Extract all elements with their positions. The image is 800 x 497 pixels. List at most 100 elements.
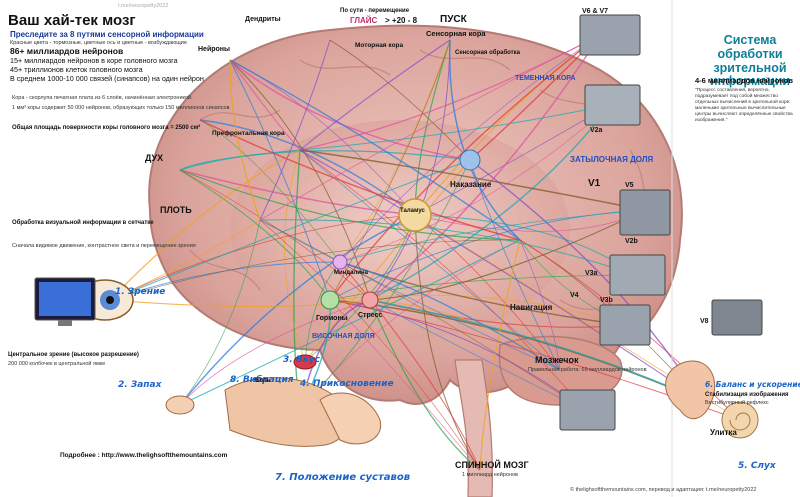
amygdala-hub (332, 254, 348, 270)
sense-smell: 2. Запах (118, 380, 162, 390)
area-v5: V5 (625, 182, 634, 189)
neural-wire (299, 149, 561, 371)
neural-wire (179, 169, 521, 241)
area-v4: V4 (570, 292, 579, 299)
neural-wire (199, 119, 341, 263)
stat-cerebellum: 45+ триллионов клеток головного мозга (10, 65, 143, 74)
neural-wire (299, 104, 611, 151)
area-v2a: V2a (590, 127, 603, 134)
neural-wire (299, 39, 451, 151)
neural-wire (229, 59, 261, 221)
neural-wire (339, 34, 601, 263)
neural-wire (229, 59, 371, 301)
neural-wire (179, 299, 371, 406)
neural-wire (179, 239, 521, 406)
vestibular: Вестибулярный рефлекс (705, 400, 769, 406)
label-cerebellum-note: Правильная работа: 69 миллиардов нейроно… (528, 367, 647, 373)
label-spirit: ДУХ (145, 153, 164, 163)
neural-wire (329, 299, 481, 471)
stat-synapses: В среднем 1000-10 000 связей (синапсов) … (10, 74, 204, 83)
label-thalamus: Таламус (400, 208, 425, 214)
stress-hub (361, 291, 379, 309)
stat-neurons-total: 86+ миллиардов нейронов (10, 46, 124, 56)
neural-wire (109, 219, 261, 301)
watermark: t.me/neuropetty2022 (118, 3, 169, 9)
label-spinal: СПИННОЙ МОЗГ (455, 460, 529, 470)
stabilization: Стабилизация изображения (705, 392, 789, 398)
neural-wire (339, 261, 561, 371)
neural-wire (259, 219, 481, 471)
label-cochlea: Улитка (710, 428, 737, 437)
label-dendrites: Дендриты (245, 16, 281, 23)
neural-wire (284, 149, 306, 363)
neural-wire (259, 219, 561, 371)
label-motor-cortex: Моторная кора (355, 42, 404, 49)
neural-wire (299, 149, 701, 401)
label-prefrontal: Префронтальная кора (212, 130, 285, 137)
neural-wire (339, 104, 611, 263)
label-occipital: ЗАТЫЛОЧНАЯ ДОЛЯ (570, 155, 654, 164)
formula-caption: По сути - перемещение (340, 8, 410, 14)
neural-wire (329, 39, 471, 161)
sense-hearing: 5. Слух (738, 461, 776, 471)
sense-markers (165, 354, 317, 415)
mothers-note: Сначала видимое движение, контрастное св… (12, 243, 196, 249)
thalamus-hub (398, 198, 432, 232)
neural-wire (329, 299, 586, 411)
stat-cortex: 15+ миллиардов нейронов в коре головного… (10, 56, 178, 65)
neural-wire (179, 149, 301, 171)
right-quote: "Процесс составления, вероятно, подразум… (695, 88, 793, 123)
copyright: © thelighsoftthemountains.com, перевод и… (570, 487, 757, 493)
area-v6: V6 & V7 (582, 8, 609, 15)
visual-area-boxes (559, 14, 763, 431)
sense-vision: 1. Зрение (115, 287, 166, 297)
formula-go: ПУСК (440, 14, 467, 25)
formula-arrow: > +20 - 8 (385, 16, 418, 25)
area-v3a: V3a (585, 270, 598, 277)
sense-position: 7. Положение суставов (275, 472, 411, 483)
neural-wire (199, 119, 521, 241)
neural-wire (299, 159, 471, 411)
spinal-cord (454, 359, 493, 497)
neural-wire (109, 214, 416, 301)
neural-wire (259, 219, 586, 411)
central-vision: Центральное зрение (высокое разрешение) (8, 352, 139, 358)
label-parietal: ТЕМЕННАЯ КОРА (515, 75, 576, 82)
neural-wire (179, 169, 416, 216)
neural-wire (369, 39, 451, 301)
neural-wire (299, 239, 521, 411)
neural-wire (179, 169, 371, 301)
neural-wire (304, 159, 471, 363)
neural-wire (329, 34, 601, 301)
cortex-note: Кора - скорлупа печатная плата из 6 слоё… (12, 95, 193, 101)
neural-wire (369, 34, 601, 301)
caption-text: Красные цвета - тормозные, цветные ось и… (10, 40, 187, 46)
neural-wire (369, 299, 481, 471)
label-punishment: Наказание (450, 180, 492, 189)
area-v8: V8 (700, 318, 709, 325)
cube-note: 1 мм³ коры содержит 50 000 нейронов, обр… (12, 105, 230, 111)
area-v2b: V2b (625, 238, 638, 245)
area-v1: V1 (588, 178, 601, 189)
credit-link[interactable]: Подробнее : http://www.thelighsoftthemou… (60, 452, 228, 459)
formula-glide: ГЛАЙС (350, 16, 378, 25)
page-subtitle: Преследите за 8 путями сенсорной информа… (10, 30, 204, 39)
neural-wire (179, 219, 261, 406)
neural-wire (414, 214, 561, 371)
label-cerebellum: Мозжечок (535, 355, 579, 365)
hub-nodes (320, 149, 481, 310)
sense-touch: 4. Прикосновение (300, 379, 394, 389)
label-neurons: Нейроны (198, 46, 231, 53)
neural-wire (299, 149, 646, 211)
right-count: 4-6 миллиардов нейронов (695, 76, 794, 85)
surface-note: Общая площадь поверхности коры головного… (12, 125, 201, 131)
arm-illustration (224, 377, 382, 447)
neural-wire (369, 104, 611, 301)
label-amygdala: Миндалина (334, 270, 368, 276)
area-v3b: V3b (600, 297, 613, 304)
label-spinal-note: 1 миллиард нейронов (462, 472, 518, 478)
neural-wire (109, 299, 371, 307)
label-flesh: ПЛОТЬ (160, 205, 192, 215)
neural-wire (369, 299, 626, 328)
